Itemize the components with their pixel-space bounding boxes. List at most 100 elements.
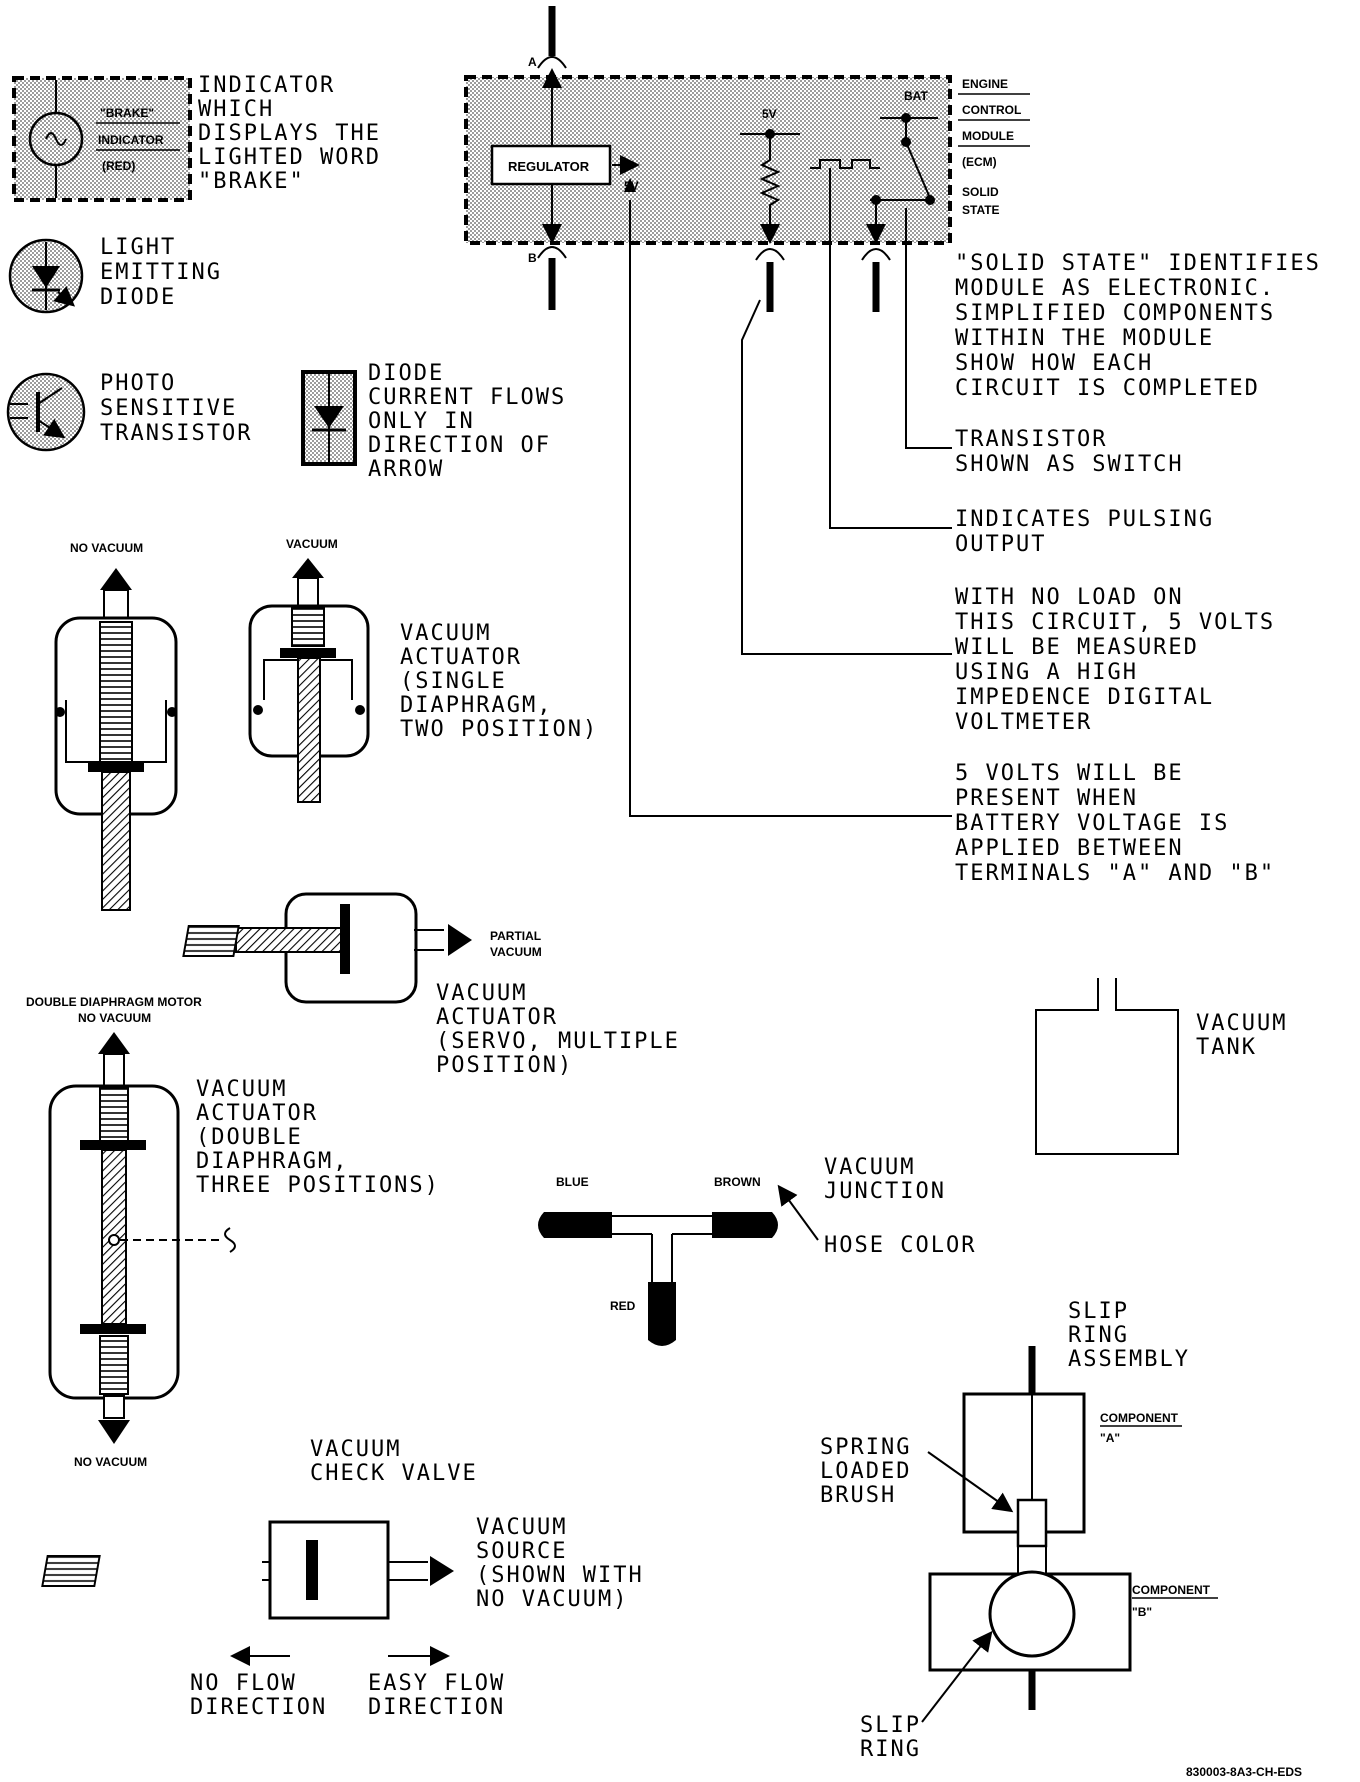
callout-line: SIMPLIFIED COMPONENTS xyxy=(955,301,1275,326)
red-hose xyxy=(648,1282,676,1340)
servo-actuator: PARTIAL VACUUM VACUUM ACTUATOR (SERVO, M… xyxy=(182,892,680,1078)
photo-caption-line: SENSITIVE xyxy=(100,396,237,421)
diode-caption-line: ARROW xyxy=(368,457,444,482)
brush-icon xyxy=(1016,1498,1048,1548)
vacuum-junction: BLUE BROWN RED VACUUM JUNCTION HOSE COLO… xyxy=(538,1155,976,1346)
solid-state-note: "SOLID STATE" IDENTIFIES MODULE AS ELECT… xyxy=(955,251,1321,401)
callout-line: TRANSISTOR xyxy=(955,427,1107,452)
led-caption-line: LIGHT xyxy=(100,235,176,260)
led-caption-line: EMITTING xyxy=(100,260,222,285)
vacuum-top-label: VACUUM xyxy=(286,537,338,551)
callout-line: MODULE AS ELECTRONIC. xyxy=(955,276,1275,301)
actuator-caption-line: (SERVO, MULTIPLE xyxy=(436,1029,680,1054)
ecm-module: A B REGULATOR 5V 5V BAT EN xyxy=(464,6,1030,312)
arrow-up-icon xyxy=(100,568,132,590)
double-motor-line: NO VACUUM xyxy=(78,1011,151,1025)
no-vacuum-bottom-label: NO VACUUM xyxy=(74,1455,147,1469)
photo-transistor-symbol: PHOTO SENSITIVE TRANSISTOR xyxy=(6,371,252,452)
callout-line: "SOLID STATE" IDENTIFIES xyxy=(955,251,1321,276)
pulsing-note: INDICATES PULSING OUTPUT xyxy=(955,507,1214,557)
callout-line: CIRCUIT IS COMPLETED xyxy=(955,376,1260,401)
callout-line: SHOWN AS SWITCH xyxy=(955,452,1184,477)
brush-caption-line: BRUSH xyxy=(820,1483,896,1508)
hose-color-label: HOSE COLOR xyxy=(824,1233,976,1258)
partial-vacuum-line: VACUUM xyxy=(490,945,542,959)
ecm-name-line: (ECM) xyxy=(962,155,997,169)
actuator-caption-line: ACTUATOR xyxy=(196,1101,318,1126)
actuator-caption-line: TWO POSITION) xyxy=(400,717,598,742)
five-volts-note: 5 VOLTS WILL BE PRESENT WHEN BATTERY VOL… xyxy=(955,761,1275,886)
callout-line: BATTERY VOLTAGE IS xyxy=(955,811,1229,836)
actuator-caption-line: VACUUM xyxy=(400,621,491,646)
vacuum-source-line: SOURCE xyxy=(476,1539,567,1564)
callout-line: 5 VOLTS WILL BE xyxy=(955,761,1184,786)
arrow-up-icon xyxy=(292,558,324,578)
callout-line: WITH NO LOAD ON xyxy=(955,585,1184,610)
component-b-line: COMPONENT xyxy=(1132,1583,1211,1597)
actuator-caption-line: POSITION) xyxy=(436,1053,573,1078)
brake-caption-line: "BRAKE" xyxy=(198,169,305,194)
led-caption-line: DIODE xyxy=(100,285,176,310)
transistor-note: TRANSISTOR SHOWN AS SWITCH xyxy=(955,427,1184,477)
callout-line: WITHIN THE MODULE xyxy=(955,326,1214,351)
no-vacuum-top-label: NO VACUUM xyxy=(70,541,143,555)
ecm-name-line: ENGINE xyxy=(962,77,1008,91)
check-valve-body xyxy=(268,1520,390,1620)
actuator-caption-line: (SINGLE xyxy=(400,669,507,694)
partial-vacuum-line: PARTIAL xyxy=(490,929,541,943)
brake-indicator-symbol: "BRAKE" INDICATOR (RED) INDICATOR WHICH … xyxy=(12,73,381,202)
callout-line: TERMINALS "A" AND "B" xyxy=(955,861,1275,886)
five-volt-top-label: 5V xyxy=(762,107,777,121)
photo-caption-line: TRANSISTOR xyxy=(100,421,252,446)
callout-leaders xyxy=(624,178,952,817)
bat-label: BAT xyxy=(904,89,928,103)
led-symbol: LIGHT EMITTING DIODE xyxy=(8,235,222,314)
brake-word-label: "BRAKE" xyxy=(100,106,154,120)
actuator-caption-line: DIAPHRAGM, xyxy=(196,1149,348,1174)
actuator-caption-line: ACTUATOR xyxy=(436,1005,558,1030)
actuator-caption-line: VACUUM xyxy=(436,981,527,1006)
callout-line: OUTPUT xyxy=(955,532,1046,557)
callout-line: INDICATES PULSING xyxy=(955,507,1214,532)
vacuum-source-line: NO VACUUM) xyxy=(476,1587,628,1612)
actuator-caption-line: THREE POSITIONS) xyxy=(196,1173,440,1198)
terminal-a-label: A xyxy=(528,55,537,69)
callout-line: THIS CIRCUIT, 5 VOLTS xyxy=(955,610,1275,635)
junction-caption-line: VACUUM xyxy=(824,1155,915,1180)
no-flow-line: NO FLOW xyxy=(190,1671,297,1696)
arrow-right-icon xyxy=(448,924,472,956)
brown-hose xyxy=(712,1212,772,1238)
callout-line: IMPEDENCE DIGITAL xyxy=(955,685,1214,710)
easy-flow-line: DIRECTION xyxy=(368,1695,505,1720)
slip-ring-icon xyxy=(988,1570,1076,1658)
diode-caption-line: DIRECTION OF xyxy=(368,433,551,458)
slip-ring-title-line: SLIP xyxy=(1068,1299,1129,1324)
diode-caption-line: CURRENT FLOWS xyxy=(368,385,566,410)
vacuum-source-line: VACUUM xyxy=(476,1515,567,1540)
callout-line: WILL BE MEASURED xyxy=(955,635,1199,660)
transistor-leader xyxy=(905,208,952,449)
slip-ring-caption-line: RING xyxy=(860,1737,921,1762)
brake-caption-line: DISPLAYS THE xyxy=(198,121,381,146)
brake-caption-line: INDICATOR xyxy=(198,73,335,98)
red-label: RED xyxy=(610,1299,636,1313)
no-load-leader xyxy=(741,299,952,655)
junction-caption-line: JUNCTION xyxy=(824,1179,946,1204)
vacuum-source-line: (SHOWN WITH xyxy=(476,1563,644,1588)
blue-label: BLUE xyxy=(556,1175,589,1189)
brush-caption-line: LOADED xyxy=(820,1459,911,1484)
slip-ring-assembly: SLIP RING ASSEMBLY COMPONENT "A" COMPONE… xyxy=(820,1299,1218,1762)
arrow-right-icon xyxy=(430,1556,454,1586)
terminal-b-label: B xyxy=(528,251,537,265)
brown-label: BROWN xyxy=(714,1175,761,1189)
red-color-label: (RED) xyxy=(102,159,135,173)
arrow-down-icon xyxy=(98,1420,130,1444)
solid-state-line: STATE xyxy=(962,203,1000,217)
diode-caption-line: ONLY IN xyxy=(368,409,475,434)
component-b-line: "B" xyxy=(1132,1605,1152,1619)
actuator-caption-line: (DOUBLE xyxy=(196,1125,303,1150)
check-valve-caption-line: CHECK VALVE xyxy=(310,1461,478,1486)
callout-line: SHOW HOW EACH xyxy=(955,351,1153,376)
callout-line: VOLTMETER xyxy=(955,710,1092,735)
